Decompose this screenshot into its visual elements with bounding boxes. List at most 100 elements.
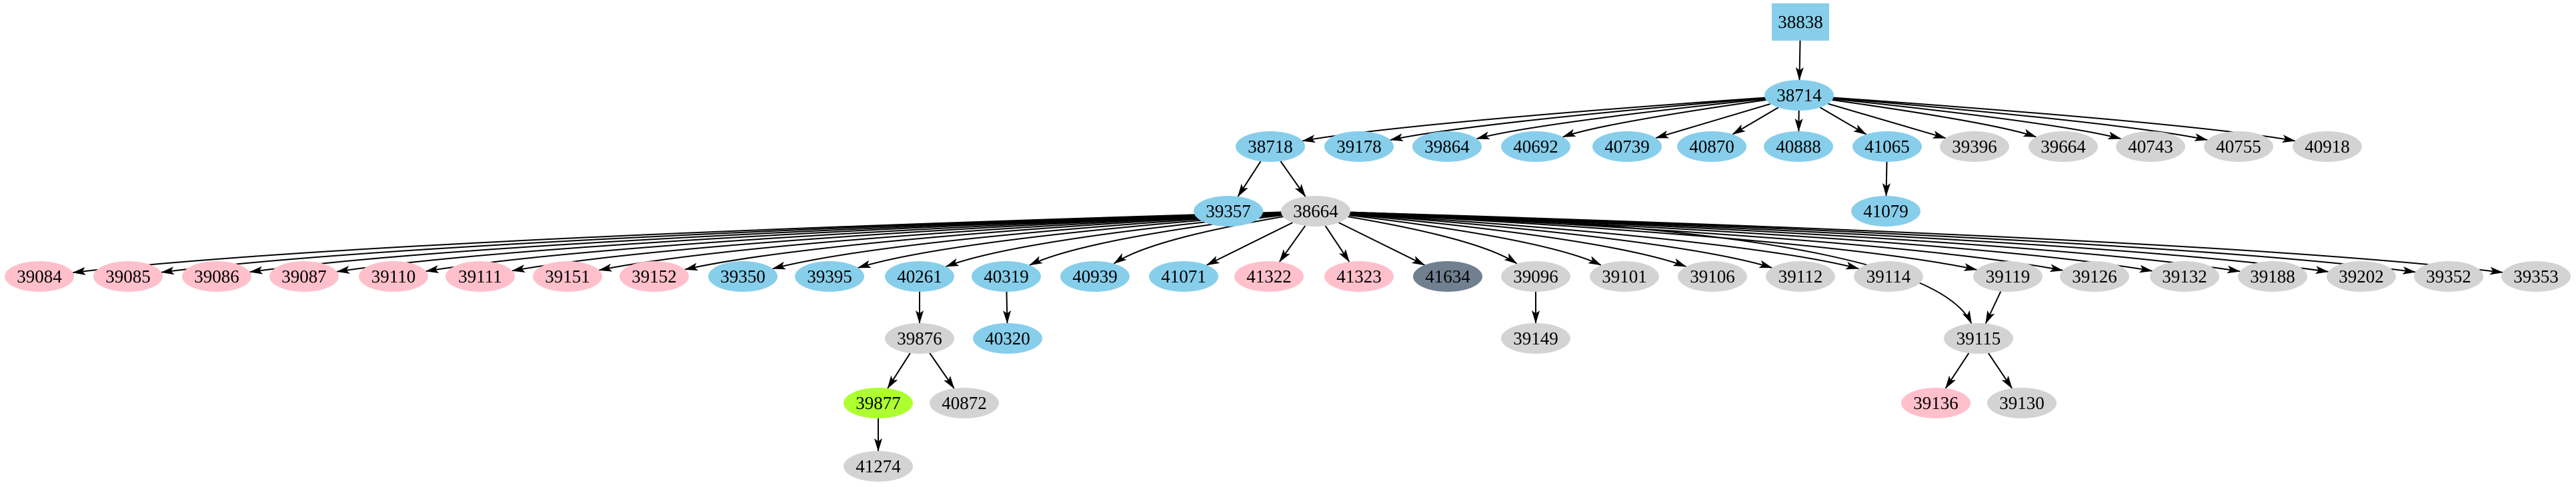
node-shape-ellipse: [269, 261, 339, 292]
node-39084: 39084: [5, 261, 74, 292]
node-label: 39086: [194, 266, 239, 286]
node-shape-ellipse: [1324, 261, 1394, 292]
node-shape-ellipse: [1590, 261, 1659, 292]
node-39664: 39664: [2029, 131, 2098, 162]
node-shape-ellipse: [973, 323, 1042, 354]
node-label: 39357: [1206, 201, 1251, 221]
node-41323: 41323: [1324, 261, 1394, 292]
node-label: 39114: [1866, 266, 1911, 286]
node-label: 39106: [1690, 266, 1735, 286]
node-shape-ellipse: [1764, 80, 1834, 111]
edge-38664-39096: [1348, 216, 1518, 264]
node-label: 39353: [2513, 266, 2559, 286]
edges-layer: [72, 40, 2503, 452]
edge-40319-40320: [1003, 291, 1012, 324]
node-shape-ellipse: [445, 261, 515, 292]
edge-38664-39110: [425, 212, 1282, 273]
node-40739: 40739: [1592, 131, 1662, 162]
node-39119: 39119: [1973, 261, 2043, 292]
node-label: 40261: [897, 266, 942, 286]
node-39152: 39152: [619, 261, 689, 292]
edge-38838-38714: [1795, 40, 1804, 81]
node-label: 40888: [1776, 137, 1821, 157]
edge-38664-39106: [1349, 213, 1687, 268]
node-shape-ellipse: [1677, 131, 1746, 162]
node-38838: 38838: [1772, 3, 1829, 41]
edge-38714-39864: [1476, 98, 1766, 140]
node-label: 39202: [2339, 266, 2384, 286]
edge-38664-39087: [336, 211, 1282, 274]
node-shape-box: [1772, 3, 1829, 41]
edge-38664-39112: [1350, 213, 1773, 268]
node-label: 39188: [2250, 266, 2295, 286]
edge-38714-40755: [1833, 97, 2209, 141]
edge-38664-39085: [161, 211, 1282, 275]
node-41322: 41322: [1234, 261, 1304, 292]
node-shape-ellipse: [1940, 131, 2009, 162]
node-shape-ellipse: [2501, 261, 2571, 292]
edge-38714-40870: [1732, 107, 1779, 135]
node-shape-ellipse: [844, 388, 913, 418]
node-39096: 39096: [1501, 261, 1570, 292]
node-label: 39664: [2041, 137, 2086, 157]
node-label: 39151: [545, 266, 590, 286]
node-40872: 40872: [930, 388, 999, 418]
node-label: 39132: [2162, 266, 2207, 286]
node-shape-ellipse: [1901, 388, 1971, 418]
edge-39876-40872: [929, 352, 955, 389]
node-39110: 39110: [359, 261, 428, 292]
edge-38664-39115: [1350, 211, 1973, 324]
node-label: 39112: [1778, 266, 1823, 286]
node-39877: 39877: [844, 388, 913, 418]
node-38714: 38714: [1764, 80, 1834, 111]
edge-38664-41323: [1324, 225, 1350, 262]
node-38718: 38718: [1236, 131, 1305, 162]
edge-38664-39084: [72, 211, 1282, 275]
edge-38664-39352: [1350, 211, 2417, 274]
node-shape-ellipse: [2204, 131, 2273, 162]
node-40888: 40888: [1764, 131, 1833, 162]
node-shape-ellipse: [2414, 261, 2483, 292]
node-39086: 39086: [182, 261, 251, 292]
node-39114: 39114: [1854, 261, 1923, 292]
edge-38714-40692: [1562, 99, 1766, 138]
node-shape-ellipse: [1281, 196, 1350, 227]
node-label: 40692: [1513, 137, 1558, 157]
node-shape-ellipse: [2327, 261, 2396, 292]
node-label: 41274: [856, 456, 901, 476]
edge-38664-39101: [1349, 215, 1602, 266]
node-shape-ellipse: [1764, 131, 1833, 162]
node-shape-ellipse: [1592, 131, 1662, 162]
node-shape-ellipse: [93, 261, 163, 292]
node-shape-ellipse: [1973, 261, 2043, 292]
node-shape-ellipse: [1236, 131, 1305, 162]
node-41079: 41079: [1851, 196, 1920, 227]
node-label: 38718: [1248, 137, 1293, 157]
edge-38664-39114: [1350, 213, 1860, 270]
node-41634: 41634: [1413, 261, 1482, 292]
node-shape-ellipse: [1766, 261, 1835, 292]
node-label: 39149: [1513, 328, 1558, 348]
node-label: 41065: [1864, 137, 1910, 157]
node-shape-ellipse: [1852, 131, 1922, 162]
node-38664: 38664: [1281, 196, 1350, 227]
edge-38714-39396: [1828, 103, 1947, 139]
node-39864: 39864: [1412, 131, 1482, 162]
node-label: 40870: [1689, 137, 1734, 157]
node-shape-ellipse: [1501, 131, 1570, 162]
edge-39115-39130: [1987, 352, 2013, 389]
edge-38714-40739: [1655, 103, 1771, 139]
node-label: 41071: [1161, 266, 1206, 286]
node-39106: 39106: [1678, 261, 1747, 292]
node-40918: 40918: [2293, 131, 2362, 162]
edge-41065-41079: [1882, 161, 1890, 197]
node-shape-ellipse: [1149, 261, 1218, 292]
node-shape-ellipse: [930, 388, 999, 418]
node-label: 39087: [281, 266, 327, 286]
node-label: 39178: [1336, 137, 1382, 157]
node-shape-ellipse: [972, 261, 1041, 292]
node-shape-ellipse: [619, 261, 689, 292]
edge-39115-39136: [1945, 352, 1970, 389]
node-label: 39136: [1913, 393, 1959, 413]
